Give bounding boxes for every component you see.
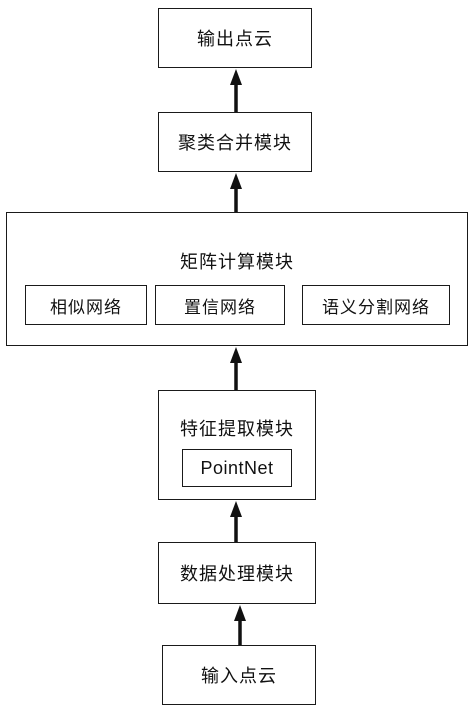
pointnet-label: PointNet [200, 457, 274, 478]
semantic-segmentation-network-label: 语义分割网络 [322, 297, 430, 318]
clustering-merge-module-box: 聚类合并模块 [158, 112, 312, 172]
clustering-merge-module-label: 聚类合并模块 [178, 133, 292, 154]
matrix-computation-module-box: 矩阵计算模块 [6, 212, 468, 346]
data-processing-module-box: 数据处理模块 [158, 542, 316, 604]
input-point-cloud-label: 输入点云 [201, 666, 277, 687]
arrowhead-output [230, 69, 242, 85]
confidence-network-label: 置信网络 [184, 297, 256, 318]
similarity-network-box: 相似网络 [25, 285, 147, 325]
similarity-network-label: 相似网络 [50, 297, 122, 318]
pointnet-box: PointNet [182, 449, 292, 487]
arrowhead-clustering [230, 173, 242, 189]
arrowhead-matrix [230, 347, 242, 363]
matrix-computation-module-title: 矩阵计算模块 [180, 252, 294, 273]
arrowhead-feature [230, 501, 242, 517]
output-point-cloud-box: 输出点云 [158, 8, 312, 68]
confidence-network-box: 置信网络 [155, 285, 285, 325]
data-processing-module-label: 数据处理模块 [180, 564, 294, 585]
feature-extraction-module-title: 特征提取模块 [180, 419, 294, 440]
semantic-segmentation-network-box: 语义分割网络 [302, 285, 450, 325]
output-point-cloud-label: 输出点云 [197, 29, 273, 50]
arrowhead-data [234, 605, 246, 621]
input-point-cloud-box: 输入点云 [162, 645, 316, 705]
